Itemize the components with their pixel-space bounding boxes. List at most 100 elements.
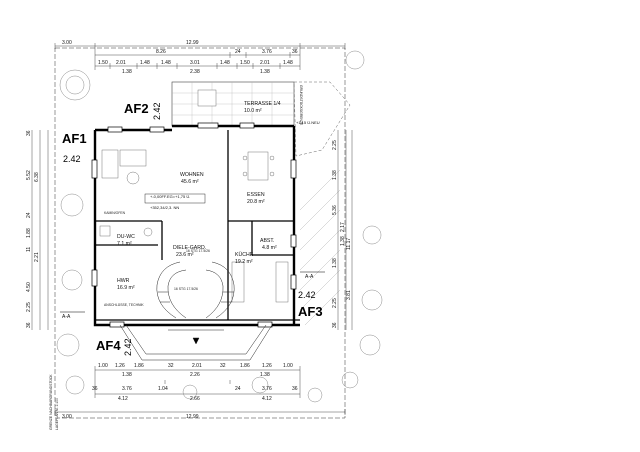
dim-top-row3-8: 1.48 [283, 60, 293, 66]
hatched-neighbor-area [299, 169, 341, 326]
exterior-walls [93, 124, 300, 327]
dim-bottom-r2-4: 3.76 [262, 386, 272, 392]
dim-bottom-r2-3: 24 [235, 386, 241, 392]
stairs-note-b: 16 STG 17.5/26 [186, 249, 210, 253]
stairs-note-a: 16 STG 17.5/26 [174, 287, 198, 291]
room-kueche-name: KÜCHE [235, 251, 254, 258]
dim-bottom-left-outer: 3.00 [62, 414, 72, 420]
level-box-text: +-0,00FF.EG=+1,75 Ü. [150, 194, 190, 199]
room-duwc-area: 7.1 m² [117, 241, 132, 247]
room-wohnen-name: WOHNEN [180, 172, 204, 178]
dim-top-row3-7: 2.01 [260, 60, 270, 66]
dim-bottom-r2-5: 36 [292, 386, 298, 392]
site-boundary [54, 47, 346, 419]
lageplan-label: LAGEPLAN M. 1:100 [55, 398, 59, 430]
dim-left-7: 4.50 [26, 282, 32, 292]
dim-bottom-3: 32 [168, 363, 174, 369]
section-label-right: A-A [305, 274, 314, 280]
dim-bottom-0: 1.00 [98, 363, 108, 369]
room-hwr-area: 16.9 m² [117, 285, 135, 291]
dim-bottom-2: 1.86 [134, 363, 144, 369]
dim-top-sub-b: 2.38 [190, 69, 200, 75]
terrasse-note: +1.15 Ü.NEU [296, 120, 320, 125]
anschluesse-label: ANSCHLÜSSE, TECHNIK [104, 303, 144, 307]
dim-left-0: 36 [26, 130, 32, 136]
level-box [144, 193, 206, 204]
dim-right-6: 1.38 [332, 258, 338, 268]
room-abst-name: ABST. [260, 238, 274, 244]
dim-bottom-r2sub-b: 2.66 [190, 396, 200, 402]
dim-right-2: 5.36 [332, 205, 338, 215]
dim-left-8: 2.25 [26, 302, 32, 312]
dim-right-1: 1.38 [332, 170, 338, 180]
dim-top-row2-b: 24 [235, 49, 241, 55]
level-box-subtext: +352,34/2,3. NN [150, 205, 179, 210]
area-af4-value: 2.42 [123, 338, 133, 356]
kamin-label: KAMIN/OFEN [104, 211, 126, 215]
dim-top-row2-d: 36 [292, 49, 298, 55]
dim-left-2: 6.38 [34, 172, 40, 182]
dim-top-sub-a: 1.38 [122, 69, 132, 75]
dim-top-row2-c: 3.76 [262, 49, 272, 55]
room-wohnen-area: 45.6 m² [181, 179, 199, 185]
room-terrasse-name: TERRASSE 1/4 [244, 101, 281, 107]
furniture [99, 149, 289, 303]
room-essen-area: 20.8 m² [247, 199, 265, 205]
dimension-lines-bottom [54, 366, 346, 415]
entrance-porch [119, 324, 273, 361]
dim-right-7: 2.25 [332, 298, 338, 308]
room-terrasse-area: 10.0 m² [244, 108, 262, 114]
dim-bottom-r2sub-c: 4.12 [262, 396, 272, 402]
interior-walls [95, 130, 300, 321]
room-hwr-name: HWR [117, 278, 130, 284]
dim-top-row3-4: 3.01 [190, 60, 200, 66]
dim-top-left-outer: 3.00 [62, 40, 72, 46]
dim-right-3: 1.38 [340, 236, 346, 246]
dim-top-sub-c: 1.38 [260, 69, 270, 75]
dimension-lines-top [54, 43, 346, 70]
area-af2-value: 2.42 [152, 102, 162, 120]
dim-bottom-4: 2.01 [192, 363, 202, 369]
staircase [156, 261, 235, 319]
dim-bottom-r2-0: 36 [92, 386, 98, 392]
trees [56, 50, 383, 403]
dimension-lines-sides [31, 130, 353, 330]
dim-left-6: 2.21 [34, 252, 40, 262]
dim-bottom-6: 1.86 [240, 363, 250, 369]
room-abst-area: 4.8 m² [262, 245, 277, 251]
dim-top-row3-5: 1.48 [220, 60, 230, 66]
dim-right-8: 3.81 [346, 290, 352, 300]
room-duwc-name: DU-WC [117, 234, 135, 240]
dim-bottom-sub-c: 1.38 [260, 372, 270, 378]
dim-bottom-r2-2: 1.04 [158, 386, 168, 392]
dim-bottom-8: 1.00 [283, 363, 293, 369]
dim-bottom-overall: 12.99 [186, 414, 199, 420]
dim-top-row3-3: 1.48 [161, 60, 171, 66]
dim-top-row3-6: 1.50 [240, 60, 250, 66]
section-markers [60, 271, 325, 313]
area-af2-label: AF2 [124, 101, 149, 116]
dim-bottom-r2-1: 3.76 [122, 386, 132, 392]
windows [91, 122, 297, 328]
area-af3-label: AF3 [298, 304, 323, 319]
dim-top-row2-a: 8.26 [156, 49, 166, 55]
dim-bottom-r2sub-a: 4.12 [118, 396, 128, 402]
dim-left-4: 1.88 [26, 228, 32, 238]
dim-bottom-7: 1.26 [262, 363, 272, 369]
boundary-left-label: GRENZE NACHBARGRUNDSTÜCK [49, 374, 53, 430]
dim-top-row3-2: 1.48 [140, 60, 150, 66]
dim-right-5: 2.17 [340, 222, 346, 232]
dim-right-4: 11.17 [346, 238, 352, 250]
dim-left-5: 11 [26, 247, 32, 252]
section-label-left: A-A [62, 314, 71, 320]
boundary-top-label: GRUNDSTÜCKSGRENZE [299, 85, 303, 126]
dim-top-row3-1: 2.01 [116, 60, 126, 66]
room-diele-name: DIELE-GARD. [173, 245, 206, 251]
terrace-area [171, 81, 351, 157]
dim-bottom-1: 1.26 [115, 363, 125, 369]
dim-top-row3-0: 1.50 [98, 60, 108, 66]
dim-top-overall: 12.99 [186, 40, 199, 46]
room-diele-area: 23.6 m² [176, 252, 194, 258]
dim-bottom-5: 32 [220, 363, 226, 369]
dim-left-3: 24 [26, 212, 32, 218]
